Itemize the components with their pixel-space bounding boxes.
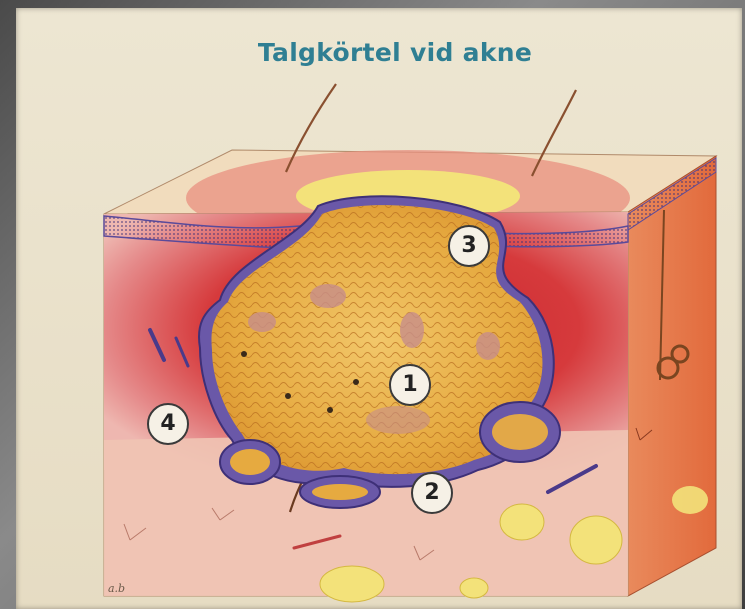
label-3-follicle-opening: 3 [448, 225, 490, 267]
label-4-inflammation: 4 [147, 403, 189, 445]
label-2-gland-wall: 2 [411, 472, 453, 514]
artist-signature: a.b [108, 582, 125, 595]
label-1-sebum-plug: 1 [389, 364, 431, 406]
